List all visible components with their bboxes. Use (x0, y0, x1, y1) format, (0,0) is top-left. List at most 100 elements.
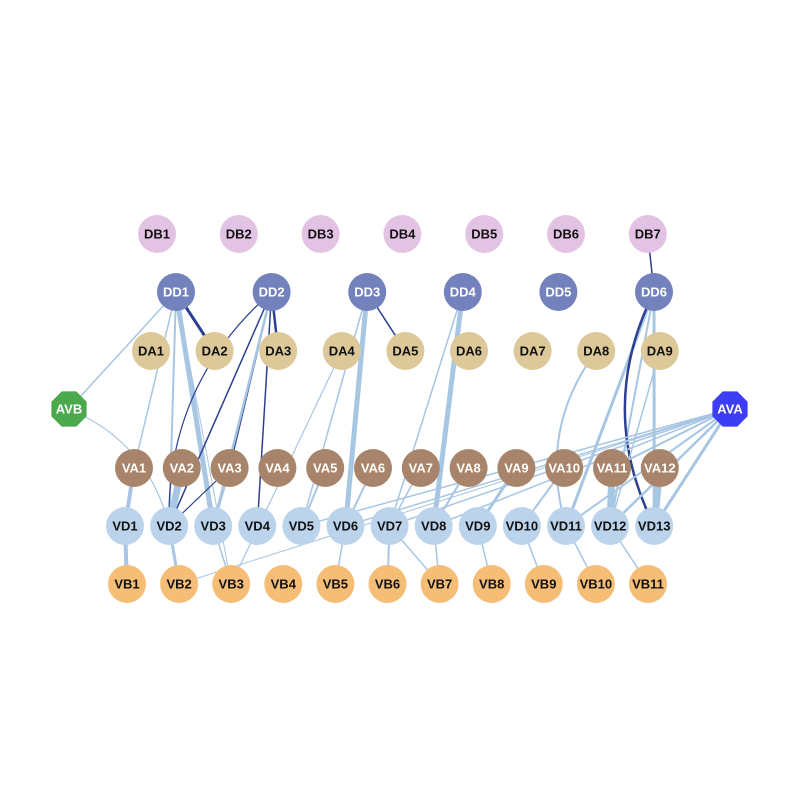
node-db6-shape (547, 215, 585, 253)
node-da4[interactable]: DA4 (322, 332, 361, 370)
node-va4[interactable]: VA4 (258, 449, 297, 487)
node-vb10-shape (576, 565, 615, 603)
node-va10[interactable]: VA10 (545, 449, 584, 487)
node-va1[interactable]: VA1 (115, 449, 153, 487)
node-va9[interactable]: VA9 (497, 449, 536, 487)
node-dd5[interactable]: DD5 (539, 273, 578, 311)
node-vb9[interactable]: VB9 (524, 565, 563, 603)
node-va8[interactable]: VA8 (449, 449, 488, 487)
node-vb8[interactable]: VB8 (472, 565, 511, 603)
node-vd13-label: VD13 (638, 519, 671, 534)
node-dd4-label: DD4 (450, 285, 477, 300)
node-vd12-shape (591, 507, 630, 545)
node-vd8-label: VD8 (421, 519, 446, 534)
node-db4[interactable]: DB4 (383, 215, 422, 253)
node-va2[interactable]: VA2 (162, 449, 201, 487)
node-vb6-shape (368, 565, 407, 603)
node-vd1[interactable]: VD1 (106, 507, 144, 545)
edge-ava-vb2 (178, 408, 731, 585)
node-vd13[interactable]: VD13 (635, 507, 674, 545)
node-db6[interactable]: DB6 (547, 215, 585, 253)
node-db7[interactable]: DB7 (628, 215, 667, 253)
node-db2[interactable]: DB2 (219, 215, 258, 253)
node-va6-shape (354, 449, 392, 487)
node-vd5[interactable]: VD5 (282, 507, 321, 545)
node-vb4[interactable]: VB4 (264, 565, 303, 603)
node-vd1-label: VD1 (112, 519, 137, 534)
edge-da8-vd11 (555, 350, 598, 527)
node-da8[interactable]: DA8 (577, 332, 616, 370)
node-db3-label: DB3 (308, 227, 334, 242)
node-vd12[interactable]: VD12 (591, 507, 630, 545)
node-dd6-shape (635, 273, 673, 311)
node-dd6-label: DD6 (641, 285, 667, 300)
node-avb[interactable]: AVB (51, 391, 87, 427)
node-dd1-label: DD1 (163, 285, 189, 300)
node-da1[interactable]: DA1 (132, 332, 170, 370)
node-vb4-label: VB4 (271, 577, 297, 592)
node-vb5[interactable]: VB5 (316, 565, 355, 603)
node-vd9[interactable]: VD9 (458, 507, 497, 545)
edge-dd1-va1 (133, 291, 177, 469)
node-vd2[interactable]: VD2 (150, 507, 189, 545)
node-da1-shape (132, 332, 170, 370)
node-da3[interactable]: DA3 (259, 332, 298, 370)
node-vd10[interactable]: VD10 (502, 507, 541, 545)
node-vd1-shape (106, 507, 144, 545)
node-db3[interactable]: DB3 (301, 215, 340, 253)
node-db1-shape (138, 215, 176, 253)
node-vd4-shape (238, 507, 277, 545)
node-va1-shape (115, 449, 153, 487)
node-va3[interactable]: VA3 (210, 449, 249, 487)
node-vb6[interactable]: VB6 (368, 565, 407, 603)
node-va2-shape (162, 449, 201, 487)
node-da6[interactable]: DA6 (450, 332, 488, 370)
node-vd7[interactable]: VD7 (370, 507, 409, 545)
node-vb1-shape (108, 565, 146, 603)
node-vb11[interactable]: VB11 (629, 565, 667, 603)
node-va7[interactable]: VA7 (401, 449, 440, 487)
node-vd13-shape (635, 507, 674, 545)
node-vd3[interactable]: VD3 (194, 507, 233, 545)
node-dd2[interactable]: DD2 (252, 273, 291, 311)
node-vb7[interactable]: VB7 (420, 565, 459, 603)
node-da7-shape (513, 332, 552, 370)
node-vb10[interactable]: VB10 (576, 565, 615, 603)
node-vb3[interactable]: VB3 (212, 565, 251, 603)
node-va6[interactable]: VA6 (354, 449, 392, 487)
node-vd8[interactable]: VD8 (414, 507, 453, 545)
node-vd4[interactable]: VD4 (238, 507, 277, 545)
node-dd1[interactable]: DD1 (157, 273, 195, 311)
node-da2[interactable]: DA2 (195, 332, 234, 370)
node-ava[interactable]: AVA (712, 391, 748, 427)
node-ava-shape (712, 391, 748, 427)
node-vb1[interactable]: VB1 (108, 565, 146, 603)
node-dd6[interactable]: DD6 (635, 273, 673, 311)
node-va12[interactable]: VA12 (640, 449, 679, 487)
node-vd11[interactable]: VD11 (547, 507, 585, 545)
node-da6-label: DA6 (456, 344, 482, 359)
node-da9[interactable]: DA9 (640, 332, 679, 370)
node-vb2[interactable]: VB2 (160, 565, 199, 603)
node-va10-shape (545, 449, 584, 487)
node-va5-label: VA5 (313, 461, 337, 476)
node-db7-shape (628, 215, 667, 253)
node-va12-label: VA12 (644, 461, 676, 476)
node-da2-shape (195, 332, 234, 370)
node-va4-label: VA4 (265, 461, 290, 476)
node-db3-shape (301, 215, 340, 253)
node-va11-label: VA11 (597, 461, 628, 476)
node-vd6[interactable]: VD6 (326, 507, 365, 545)
node-da7[interactable]: DA7 (513, 332, 552, 370)
node-db1[interactable]: DB1 (138, 215, 176, 253)
node-va11[interactable]: VA11 (593, 449, 631, 487)
node-da3-label: DA3 (265, 344, 291, 359)
node-db4-label: DB4 (389, 227, 416, 242)
node-db2-label: DB2 (226, 227, 252, 242)
node-va6-label: VA6 (361, 461, 385, 476)
node-va5[interactable]: VA5 (306, 449, 345, 487)
node-dd4[interactable]: DD4 (443, 273, 482, 311)
node-dd3[interactable]: DD3 (348, 273, 387, 311)
node-da5[interactable]: DA5 (386, 332, 425, 370)
node-db5[interactable]: DB5 (465, 215, 504, 253)
